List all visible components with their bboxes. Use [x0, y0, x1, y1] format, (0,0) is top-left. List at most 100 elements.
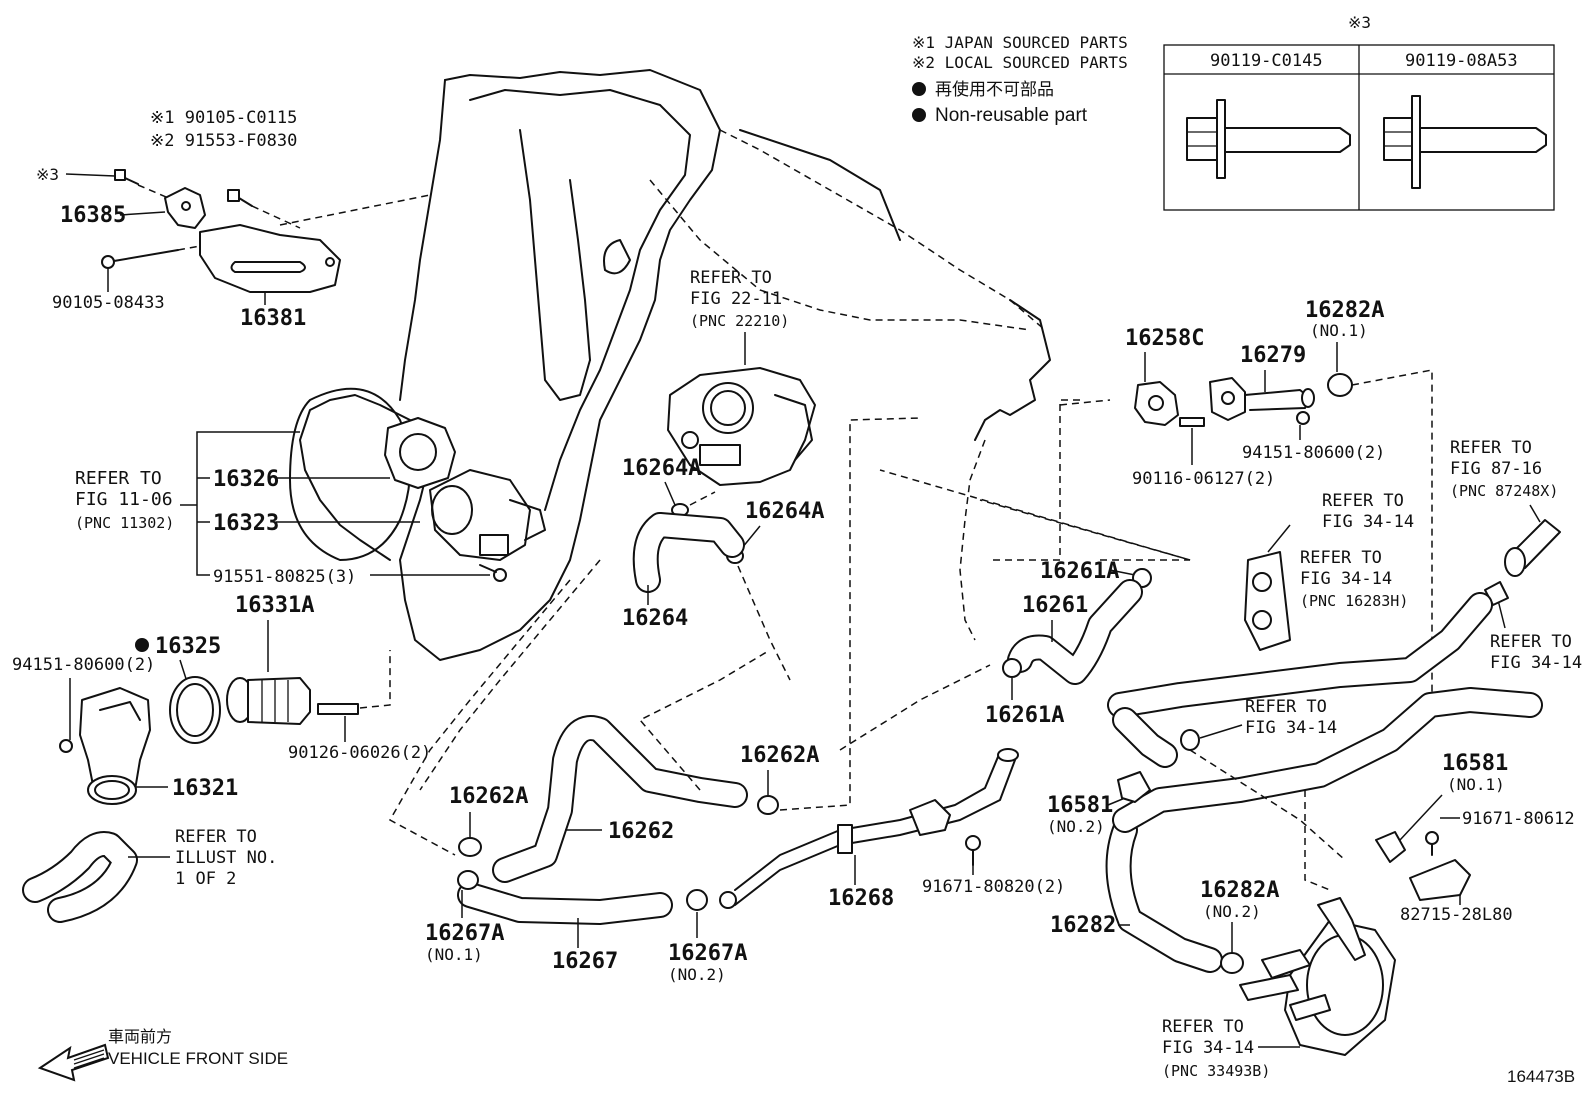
label-16282a-1-no: (NO.1)	[1310, 321, 1368, 340]
front-label-en: VEHICLE FRONT SIDE	[108, 1049, 288, 1068]
heater-hose-lower	[1105, 687, 1543, 973]
hose-16267	[457, 882, 673, 925]
label-16261: 16261	[1022, 593, 1088, 618]
label-16581-1-no: (NO.1)	[1447, 775, 1505, 794]
label-90105-c0115: ※1 90105-C0115	[150, 108, 297, 128]
label-16261a-1: 16261A	[1040, 559, 1119, 584]
hose-clamp-icon	[458, 837, 482, 857]
label-refer-fig11: REFER TO	[75, 468, 162, 489]
label-16261a-2: 16261A	[985, 703, 1064, 728]
gasket-16258c	[1134, 381, 1179, 426]
hose-joint-icon	[1504, 519, 1561, 577]
label-16381: 16381	[240, 306, 306, 331]
label-16325: 16325	[155, 634, 221, 659]
label-94151-80600-left: 94151-80600(2)	[12, 655, 155, 675]
gasket-16325	[169, 676, 221, 744]
thermostat-16331a	[226, 677, 311, 725]
throttle-body	[667, 367, 816, 486]
hose-clamp-icon	[457, 870, 479, 890]
bolt-comparison-table: ※3 90119-C0145 90119-08A53	[1163, 13, 1555, 211]
gasket-16326	[384, 417, 456, 489]
nonreusable-dot-icon	[912, 82, 926, 96]
label-16279: 16279	[1240, 343, 1306, 368]
label-16581-1: 16581	[1442, 751, 1508, 776]
hose-16264	[632, 512, 745, 593]
legend-note-local: ※2 LOCAL SOURCED PARTS	[912, 53, 1128, 72]
label-16264a-2: 16264A	[745, 499, 824, 524]
hose-16261	[1007, 579, 1143, 685]
label-refer-illust-b: ILLUST NO.	[175, 848, 277, 868]
label-91551-80825: 91551-80825(3)	[213, 567, 356, 587]
stud-bolt-icon	[317, 703, 359, 715]
long-bolt-icon	[101, 249, 179, 269]
label-94151-80600-right: 94151-80600(2)	[1242, 443, 1385, 463]
label-refer-fig11-b: FIG 11-06	[75, 489, 173, 510]
label-refer-fig34-d: REFER TO	[1245, 697, 1327, 717]
flange-bolt-icon	[1186, 99, 1351, 179]
oil-cooler-group: 16581 (NO.1) 91671-80612 82715-28L80 REF…	[1162, 751, 1575, 1080]
thermostat-group: REFER TO FIG 11-06 (PNC 11302) 16326 163…	[12, 417, 546, 923]
bolt-icon	[965, 835, 981, 866]
hose-clamp-icon	[1327, 373, 1353, 397]
bolt-icon	[479, 564, 507, 582]
label-16262: 16262	[608, 819, 674, 844]
bracket-group-top-left: ※1 90105-C0115 ※2 91553-F0830 ※3 16385 9…	[36, 108, 431, 331]
vehicle-front-indicator: 車両前方 VEHICLE FRONT SIDE	[37, 1028, 288, 1082]
lower-hose-group: 16262A 16262A 16262 16267A (NO.1) 16267 …	[388, 417, 1065, 984]
legend-note-japan: ※1 JAPAN SOURCED PARTS	[912, 33, 1128, 52]
label-16282: 16282	[1050, 913, 1116, 938]
label-16581-2: 16581	[1047, 793, 1113, 818]
legend: ※1 JAPAN SOURCED PARTS ※2 LOCAL SOURCED …	[912, 33, 1128, 126]
heater-hose-upper	[1107, 592, 1493, 768]
legend-nonreusable-jp: 再使用不可部品	[935, 79, 1054, 99]
illustration-id: 164473B	[1507, 1067, 1575, 1086]
oil-cooler	[1239, 897, 1396, 1056]
hose-clip-icon	[1244, 551, 1291, 651]
label-91553-f0830: ※2 91553-F0830	[150, 131, 297, 151]
label-16267: 16267	[552, 949, 618, 974]
hose-clamp-icon	[1002, 658, 1022, 678]
label-refer-fig87: REFER TO	[1450, 438, 1532, 458]
hose-clamp-icon	[757, 795, 779, 815]
engine-timing-cover-outline	[289, 69, 1051, 661]
label-16258c: 16258C	[1125, 326, 1204, 351]
table-col1-part: 90119-C0145	[1210, 51, 1323, 71]
label-refer-fig34-b: REFER TO	[1300, 548, 1382, 568]
label-16267a-2-no: (NO.2)	[668, 965, 726, 984]
label-refer-fig34-e-b: FIG 34-14	[1162, 1038, 1254, 1058]
label-refer-illust-c: 1 OF 2	[175, 869, 236, 889]
label-16262a-1: 16262A	[740, 743, 819, 768]
label-16267a-1-no: (NO.1)	[425, 945, 483, 964]
throttle-body-group: REFER TO FIG 22-11 (PNC 22210) 16264A 16…	[622, 268, 824, 681]
label-16282a-2-no: (NO.2)	[1203, 902, 1261, 921]
front-arrow-icon	[37, 1043, 110, 1082]
nonreusable-dot-icon	[135, 638, 149, 652]
bolt-icon	[114, 169, 139, 185]
label-refer-fig34-a: REFER TO	[1322, 491, 1404, 511]
table-ref-mark: ※3	[1348, 13, 1371, 32]
label-91671-80820: 91671-80820(2)	[922, 877, 1065, 897]
label-refer-fig34-d-b: FIG 34-14	[1245, 718, 1337, 738]
bracket-16381	[199, 224, 341, 293]
nut-icon	[59, 739, 73, 753]
label-refer-fig34-b-c: (PNC 16283H)	[1300, 592, 1408, 610]
label-16264: 16264	[622, 606, 688, 631]
label-refer-fig34-c: REFER TO	[1490, 632, 1572, 652]
label-refer-fig87-b: FIG 87-16	[1450, 459, 1542, 479]
label-91671-80612: 91671-80612	[1462, 809, 1575, 829]
hose-clip-icon	[1375, 831, 1406, 863]
label-90105-08433: 90105-08433	[52, 293, 165, 313]
label-refer-fig87-c: (PNC 87248X)	[1450, 482, 1558, 500]
legend-nonreusable-en: Non-reusable part	[935, 105, 1088, 126]
bypass-pipe-16279	[1209, 377, 1315, 421]
label-refer-fig22: REFER TO	[690, 268, 772, 288]
label-refer-fig11-c: (PNC 11302)	[75, 514, 174, 532]
label-16385: 16385	[60, 203, 126, 228]
label-refer-fig34-a-b: FIG 34-14	[1322, 512, 1414, 532]
label-16326: 16326	[213, 467, 279, 492]
flange-bolt-icon	[1383, 95, 1547, 189]
hose-clamp-icon	[1180, 729, 1200, 751]
water-inlet-16321	[79, 687, 151, 805]
hose-16262	[492, 715, 748, 883]
